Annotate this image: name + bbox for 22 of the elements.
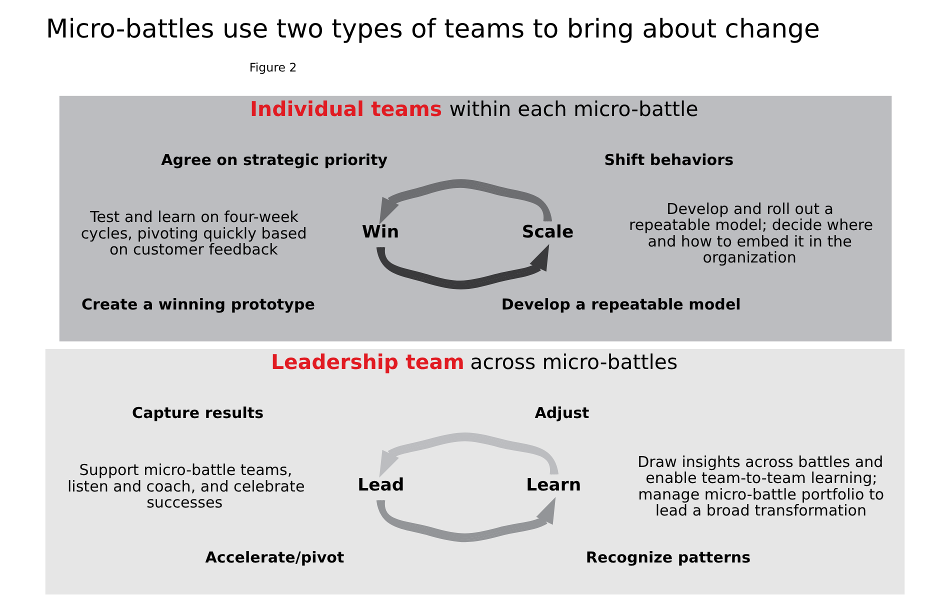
label: Recognize patterns: [586, 548, 751, 566]
arrow: [379, 432, 559, 478]
node-text: Lead: [358, 475, 404, 496]
label: Figure 2: [249, 60, 297, 74]
label: Support micro-battle teams, listen and coach, and celebrate successes: [67, 461, 305, 512]
label: Develop a repeatable model: [501, 295, 741, 314]
label: Agree on strategic priority: [161, 151, 388, 170]
node-text: Learn: [526, 475, 582, 496]
label: Adjust: [534, 404, 590, 422]
label: Capture results: [132, 404, 264, 422]
label: Shift behaviors: [604, 151, 734, 170]
node-text: Scale: [522, 222, 574, 242]
label: Develop and roll out a repeatable model; decide where and how to embed it in the organization: [628, 200, 874, 266]
arrow: [379, 179, 552, 225]
arrow: [376, 496, 556, 542]
label: Create a winning prototype: [81, 295, 315, 314]
node-text: Win: [362, 222, 400, 242]
label: Draw insights across battles and enable team-to-team learning; manage micro-battle portfolio to lead a broad transformation: [638, 453, 884, 520]
arrow: [376, 244, 550, 290]
diagram-title: Micro-battles use two types of teams to bring about change: [46, 14, 820, 44]
label: Accelerate/pivot: [205, 548, 344, 566]
label: Test and learn on four-week cycles, pivoting quickly based on customer feedback: [80, 208, 307, 258]
